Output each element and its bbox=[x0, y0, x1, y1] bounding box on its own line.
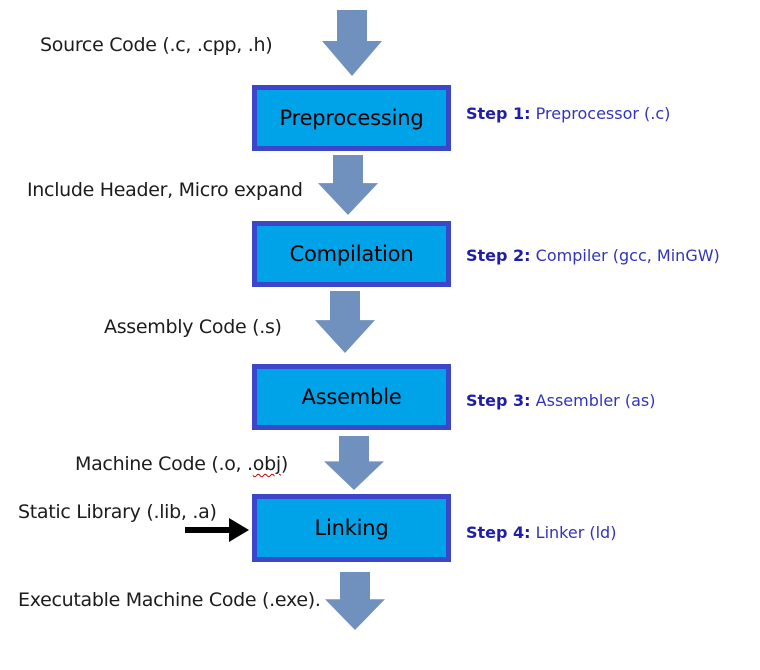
label-machine-code-post: ) bbox=[280, 453, 288, 475]
box-preprocessing: Preprocessing bbox=[252, 85, 451, 151]
step-1-description: Preprocessor (.c) bbox=[530, 104, 671, 123]
right-arrow-icon bbox=[185, 518, 249, 542]
box-label-linking: Linking bbox=[314, 516, 389, 540]
step-2-label: Step 2: Compiler (gcc, MinGW) bbox=[466, 246, 720, 265]
down-arrow-icon bbox=[315, 291, 375, 353]
step-4-description: Linker (ld) bbox=[530, 523, 617, 542]
box-compilation: Compilation bbox=[252, 221, 451, 287]
step-4-number: Step 4: bbox=[466, 523, 531, 542]
step-3-label: Step 3: Assembler (as) bbox=[466, 391, 655, 410]
box-assemble: Assemble bbox=[252, 364, 451, 430]
box-label-compilation: Compilation bbox=[289, 242, 414, 266]
step-1-label: Step 1: Preprocessor (.c) bbox=[466, 104, 670, 123]
step-2-description: Compiler (gcc, MinGW) bbox=[530, 246, 720, 265]
down-arrow-icon bbox=[324, 436, 384, 490]
step-2-number: Step 2: bbox=[466, 246, 531, 265]
label-machine-code: Machine Code (.o, .obj) bbox=[75, 453, 288, 475]
box-linking: Linking bbox=[252, 494, 451, 562]
label-assembly-code: Assembly Code (.s) bbox=[104, 316, 282, 338]
label-executable-code: Executable Machine Code (.exe). bbox=[18, 589, 321, 611]
label-machine-code-misspelled: obj bbox=[252, 453, 281, 475]
down-arrow-icon bbox=[318, 155, 378, 215]
step-3-description: Assembler (as) bbox=[530, 391, 656, 410]
down-arrow-icon bbox=[322, 10, 382, 76]
step-4-label: Step 4: Linker (ld) bbox=[466, 523, 616, 542]
label-include-header: Include Header, Micro expand bbox=[27, 179, 303, 201]
step-3-number: Step 3: bbox=[466, 391, 531, 410]
label-source-code: Source Code (.c, .cpp, .h) bbox=[40, 34, 273, 56]
label-machine-code-pre: Machine Code (.o, . bbox=[75, 453, 253, 475]
box-label-preprocessing: Preprocessing bbox=[279, 106, 424, 130]
down-arrow-icon bbox=[325, 572, 385, 630]
box-label-assemble: Assemble bbox=[301, 385, 402, 409]
step-1-number: Step 1: bbox=[466, 104, 531, 123]
label-static-library: Static Library (.lib, .a) bbox=[18, 501, 217, 523]
